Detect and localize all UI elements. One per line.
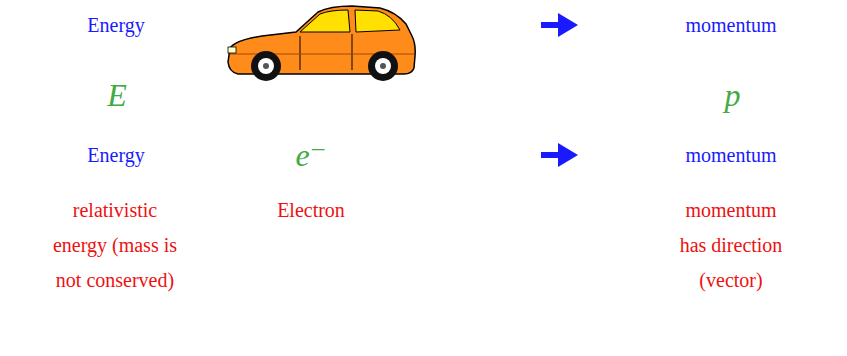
symbol-label: E [107, 76, 127, 114]
direction-arrow [541, 143, 578, 167]
quantity-label: Energy [87, 13, 144, 37]
symbol-label: p⃗ [725, 76, 766, 114]
note-label: relativistic energy (mass is not conserv… [47, 193, 183, 298]
direction-arrow [541, 13, 578, 37]
quantity-label: momentum [685, 143, 776, 167]
car-illustration [228, 6, 415, 81]
quantity-label: momentum [685, 13, 776, 37]
note-label: Electron [277, 198, 345, 222]
symbol-label: e⁻ [295, 136, 326, 174]
note-label: momentum has direction (vector) [674, 193, 788, 298]
quantity-label: Energy [87, 143, 144, 167]
